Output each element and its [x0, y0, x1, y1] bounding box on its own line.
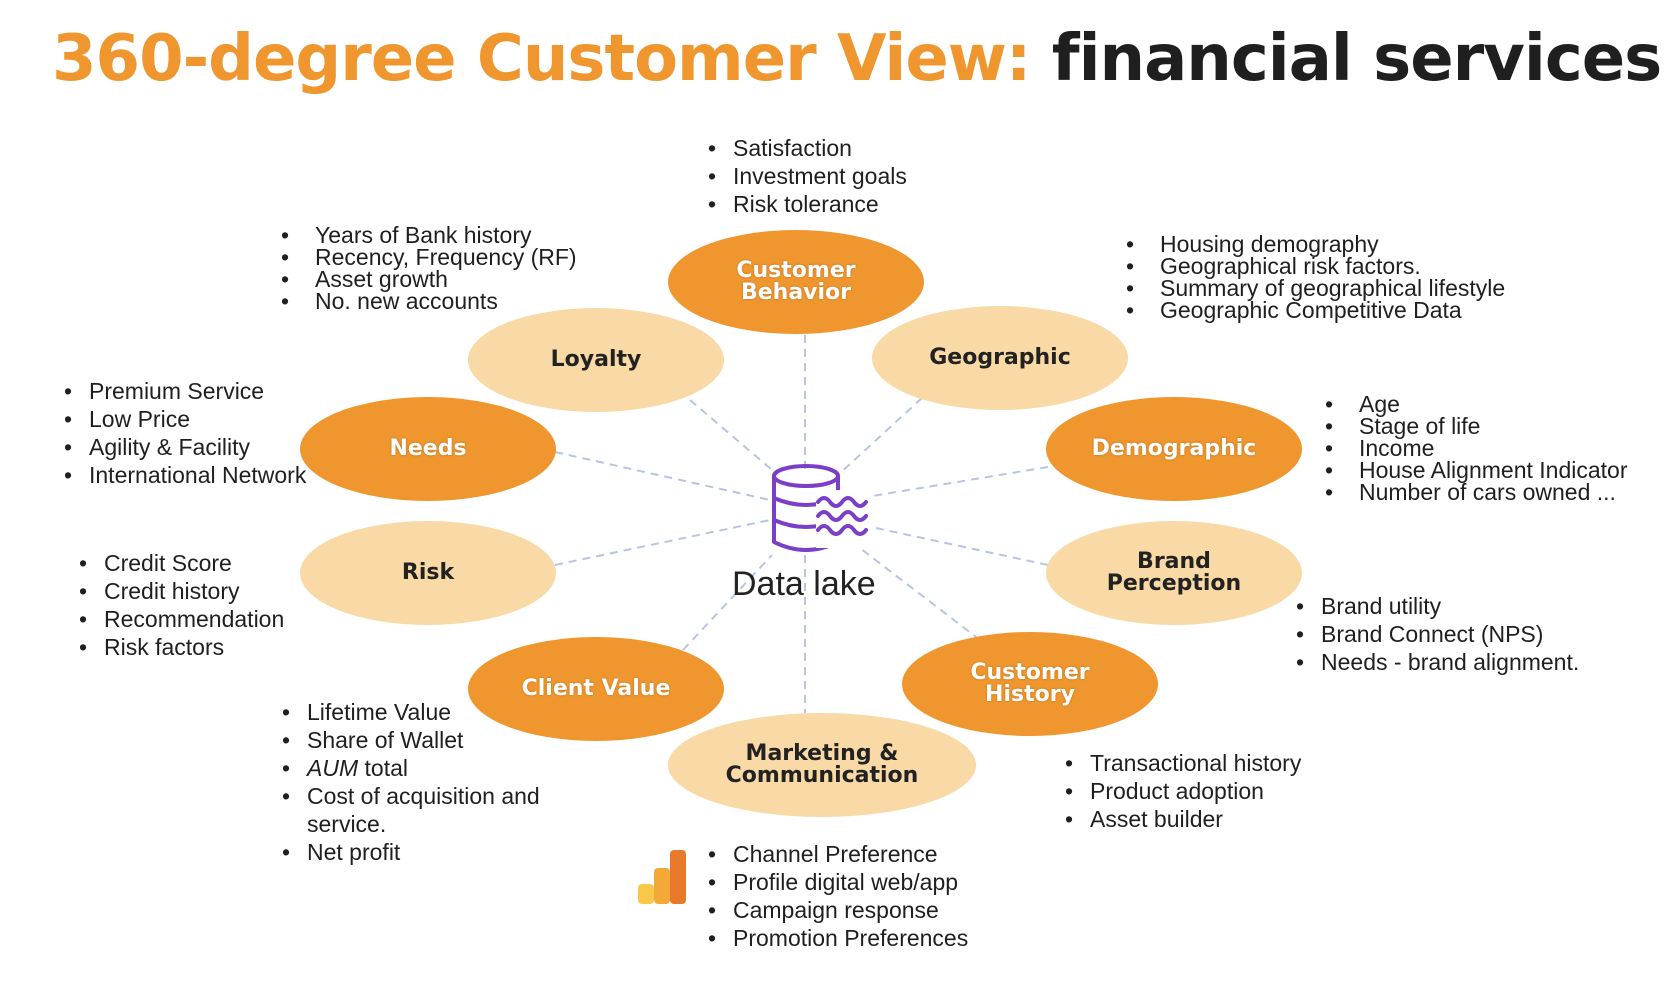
bar-chart-icon: [638, 850, 686, 904]
list-item: House Alignment Indicator: [1325, 459, 1628, 482]
list-risk: Credit Score Credit history Recommendati…: [79, 549, 284, 661]
connector-client-value: [682, 554, 773, 651]
node-brand-perception: Brand Perception: [1046, 521, 1302, 625]
page-title: 360-degree Customer View: financial serv…: [52, 22, 1663, 96]
node-needs-label: Needs: [389, 436, 467, 461]
list-item: Satisfaction: [708, 134, 907, 162]
node-demographic: Demographic: [1046, 397, 1302, 501]
node-customer-behavior-line1: Customer: [736, 258, 856, 283]
list-client-value: Lifetime Value Share of Wallet AUM total…: [282, 698, 552, 866]
node-loyalty-label: Loyalty: [550, 347, 642, 372]
node-marketing: Marketing & Communication: [668, 713, 976, 817]
list-item: Campaign response: [708, 896, 968, 924]
list-item: Lifetime Value: [282, 698, 552, 726]
list-item: Agility & Facility: [64, 433, 306, 461]
node-client-value-label: Client Value: [521, 676, 671, 701]
list-needs: Premium Service Low Price Agility & Faci…: [64, 377, 306, 489]
node-customer-behavior-line2: Behavior: [740, 280, 852, 305]
list-item: Channel Preference: [708, 840, 968, 868]
list-item: Age: [1325, 393, 1628, 416]
connector-brand-perception: [847, 521, 1049, 566]
connector-needs: [554, 451, 771, 501]
node-risk: Risk: [300, 521, 556, 625]
list-item: Stage of life: [1325, 415, 1628, 438]
list-item: Number of cars owned ...: [1325, 481, 1628, 504]
list-item: Asset growth: [281, 268, 577, 291]
list-item: Credit history: [79, 577, 284, 605]
list-item: Needs - brand alignment.: [1296, 648, 1579, 676]
node-customer-behavior: Customer Behavior: [668, 230, 924, 334]
list-item: Premium Service: [64, 377, 306, 405]
list-customer-behavior: Satisfaction Investment goals Risk toler…: [708, 134, 907, 218]
database-waves-icon: [772, 464, 874, 552]
aum-suffix: total: [364, 755, 408, 781]
node-customer-history-line1: Customer: [970, 660, 1090, 685]
list-item: Cost of acquisition and service.: [282, 782, 552, 838]
list-marketing: Channel Preference Profile digital web/a…: [708, 840, 968, 952]
list-item: Geographic Competitive Data: [1126, 299, 1505, 322]
title-rest: financial services: [1051, 22, 1663, 96]
list-item: Income: [1325, 437, 1628, 460]
title-highlight: 360-degree Customer View:: [52, 22, 1031, 96]
node-marketing-line1: Marketing &: [745, 741, 899, 766]
list-item: Recommendation: [79, 605, 284, 633]
list-item: Housing demography: [1126, 233, 1505, 256]
node-risk-label: Risk: [401, 560, 455, 585]
list-customer-history: Transactional history Product adoption A…: [1065, 749, 1301, 833]
node-demographic-label: Demographic: [1091, 436, 1257, 461]
list-item: Net profit: [282, 838, 552, 866]
node-geographic-label: Geographic: [929, 345, 1071, 370]
list-item: Low Price: [64, 405, 306, 433]
node-needs: Needs: [300, 397, 556, 501]
list-item: Product adoption: [1065, 777, 1301, 805]
list-item: AUM total: [282, 754, 552, 782]
list-item: Recency, Frequency (RF): [281, 246, 577, 269]
node-brand-perception-line2: Perception: [1106, 571, 1242, 596]
list-item: Credit Score: [79, 549, 284, 577]
list-item: Years of Bank history: [281, 224, 577, 247]
list-item: Risk factors: [79, 633, 284, 661]
list-brand-perception: Brand utility Brand Connect (NPS) Needs …: [1296, 592, 1579, 676]
list-item: Brand Connect (NPS): [1296, 620, 1579, 648]
list-item: Risk tolerance: [708, 190, 907, 218]
list-loyalty: Years of Bank history Recency, Frequency…: [281, 224, 577, 313]
list-item: Investment goals: [708, 162, 907, 190]
node-customer-history-line2: History: [985, 682, 1075, 707]
node-geographic: Geographic: [872, 306, 1128, 410]
list-item: Brand utility: [1296, 592, 1579, 620]
aum-label: AUM: [307, 755, 359, 781]
data-lake-label: Data lake: [732, 565, 876, 603]
list-item: Asset builder: [1065, 805, 1301, 833]
connector-loyalty: [689, 399, 779, 476]
list-item: No. new accounts: [281, 290, 577, 313]
node-loyalty: Loyalty: [468, 308, 724, 412]
node-brand-perception-line1: Brand: [1137, 549, 1211, 574]
list-item: Profile digital web/app: [708, 868, 968, 896]
list-item: Promotion Preferences: [708, 924, 968, 952]
list-geographic: Housing demography Geographical risk fac…: [1126, 233, 1505, 322]
list-item: Share of Wallet: [282, 726, 552, 754]
node-customer-history: Customer History: [902, 632, 1158, 736]
list-item: Summary of geographical lifestyle: [1126, 277, 1505, 300]
list-item: International Network: [64, 461, 306, 489]
list-item: Transactional history: [1065, 749, 1301, 777]
list-demographic: Age Stage of life Income House Alignment…: [1325, 393, 1628, 504]
list-item: Geographical risk factors.: [1126, 255, 1505, 278]
connector-risk: [554, 519, 771, 566]
connector-geographic: [837, 397, 923, 476]
node-marketing-line2: Communication: [725, 763, 919, 788]
connector-demographic: [847, 466, 1049, 501]
